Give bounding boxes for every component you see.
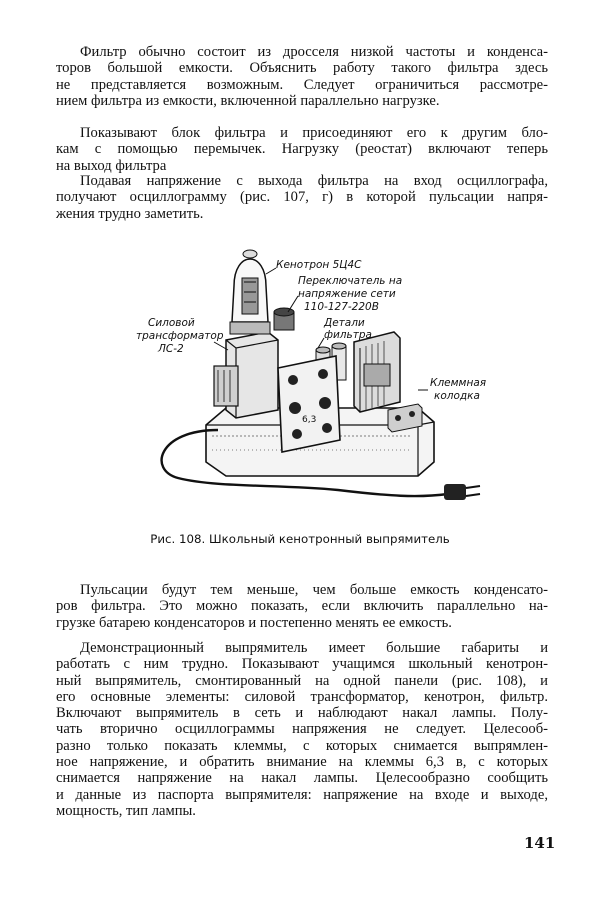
leader-line — [317, 337, 325, 349]
paragraph-filter-block: Показывают блок фильтра и присоединяют е… — [56, 125, 548, 174]
text-line: и данные из паспорта выпрямителя: напряж… — [56, 786, 548, 803]
leader-line — [287, 295, 299, 313]
label-switch-line-1: Переключатель на — [298, 275, 402, 287]
text-line: разно только показать клеммы, с которых … — [56, 737, 548, 754]
text-line: Включают выпрямитель в сеть и наблюдают … — [56, 705, 548, 722]
text-line: не представляется возможным. Следует огр… — [56, 76, 548, 93]
label-switch-line-2: напряжение сети — [298, 288, 396, 300]
label-filter-line-2: фильтра — [324, 329, 372, 341]
leader-line — [265, 267, 277, 275]
text-line: работать с ним трудно. Показывают учащим… — [56, 656, 548, 673]
text-line: ный выпрямитель, смонтированный на одной… — [56, 672, 548, 689]
text-line: кам с помощью перемычек. Нагрузку (реост… — [56, 141, 548, 158]
paragraph-oscillograph: Подавая напряжение с выхода фильтра на в… — [56, 173, 548, 222]
text-line: торов большой емкости. Объяснить работу … — [56, 60, 548, 77]
power-transformer — [213, 331, 279, 419]
rectifier-illustration: 6,3 — [118, 240, 498, 512]
rectifier-drawing: 6,3 — [136, 249, 486, 500]
text-line: Демонстрационный выпрямитель имеет больш… — [80, 640, 548, 656]
label-filter-line-1: Детали — [323, 317, 365, 329]
label-kenotron: Кенотрон 5Ц4С — [276, 259, 362, 271]
terminal-block — [387, 403, 423, 433]
paragraph-pulsation: Пульсации будут тем меньше, чем больше е… — [56, 582, 548, 631]
text-line: Фильтр обычно состоит из дросселя низкой… — [80, 44, 548, 60]
text-line: ное напряжение, и обратить внимание на к… — [56, 754, 548, 771]
text-line: нием фильтра из емкости, включенной пара… — [56, 92, 440, 109]
paragraph-demonstration: Демонстрационный выпрямитель имеет больш… — [56, 640, 548, 819]
text-line: жения трудно заметить. — [56, 205, 204, 222]
text-line: его основные элементы: силовой трансформ… — [56, 688, 548, 705]
leader-line — [213, 341, 229, 351]
text-line: Подавая напряжение с выхода фильтра на в… — [80, 173, 548, 189]
text-line: чать вторично осциллограммы напряжения н… — [56, 721, 548, 738]
text-line: мощность, тип лампы. — [56, 802, 196, 819]
label-transformer-line-3: ЛС-2 — [157, 343, 184, 355]
text-line: грузке батарею конденсаторов и постепенн… — [56, 614, 452, 631]
label-transformer-line-2: трансформатор — [136, 330, 224, 342]
text-line: снимается напряжение на накал лампы. Цел… — [56, 770, 548, 787]
text-line: Пульсации будут тем меньше, чем больше е… — [80, 582, 548, 598]
plug — [444, 484, 481, 500]
text-line: на выход фильтра — [56, 157, 167, 174]
kenotron-tube — [229, 249, 271, 335]
text-line: ров фильтра. Это можно показать, если вк… — [56, 598, 548, 615]
text-line: Показывают блок фильтра и присоединяют е… — [80, 125, 548, 141]
label-terminal-line-2: колодка — [434, 390, 480, 402]
label-switch-line-3: 110-127-220В — [304, 301, 379, 313]
label-transformer-line-1: Силовой — [148, 317, 195, 329]
terminal-value-label: 6,3 — [302, 415, 316, 425]
label-terminal-line-1: Клеммная — [430, 377, 486, 389]
power-cord — [160, 428, 449, 498]
page-number: 141 — [524, 834, 556, 852]
paragraph-filter-intro: Фильтр обычно состоит из дросселя низкой… — [56, 44, 548, 109]
mains-switch — [273, 307, 295, 331]
figure-caption: Рис. 108. Школьный кенотронный выпрямите… — [150, 532, 450, 546]
terminal-panel: 6,3 — [277, 355, 341, 453]
filter-choke — [353, 331, 401, 413]
text-line: получают осциллограмму (рис. 107, г) в к… — [56, 189, 548, 206]
